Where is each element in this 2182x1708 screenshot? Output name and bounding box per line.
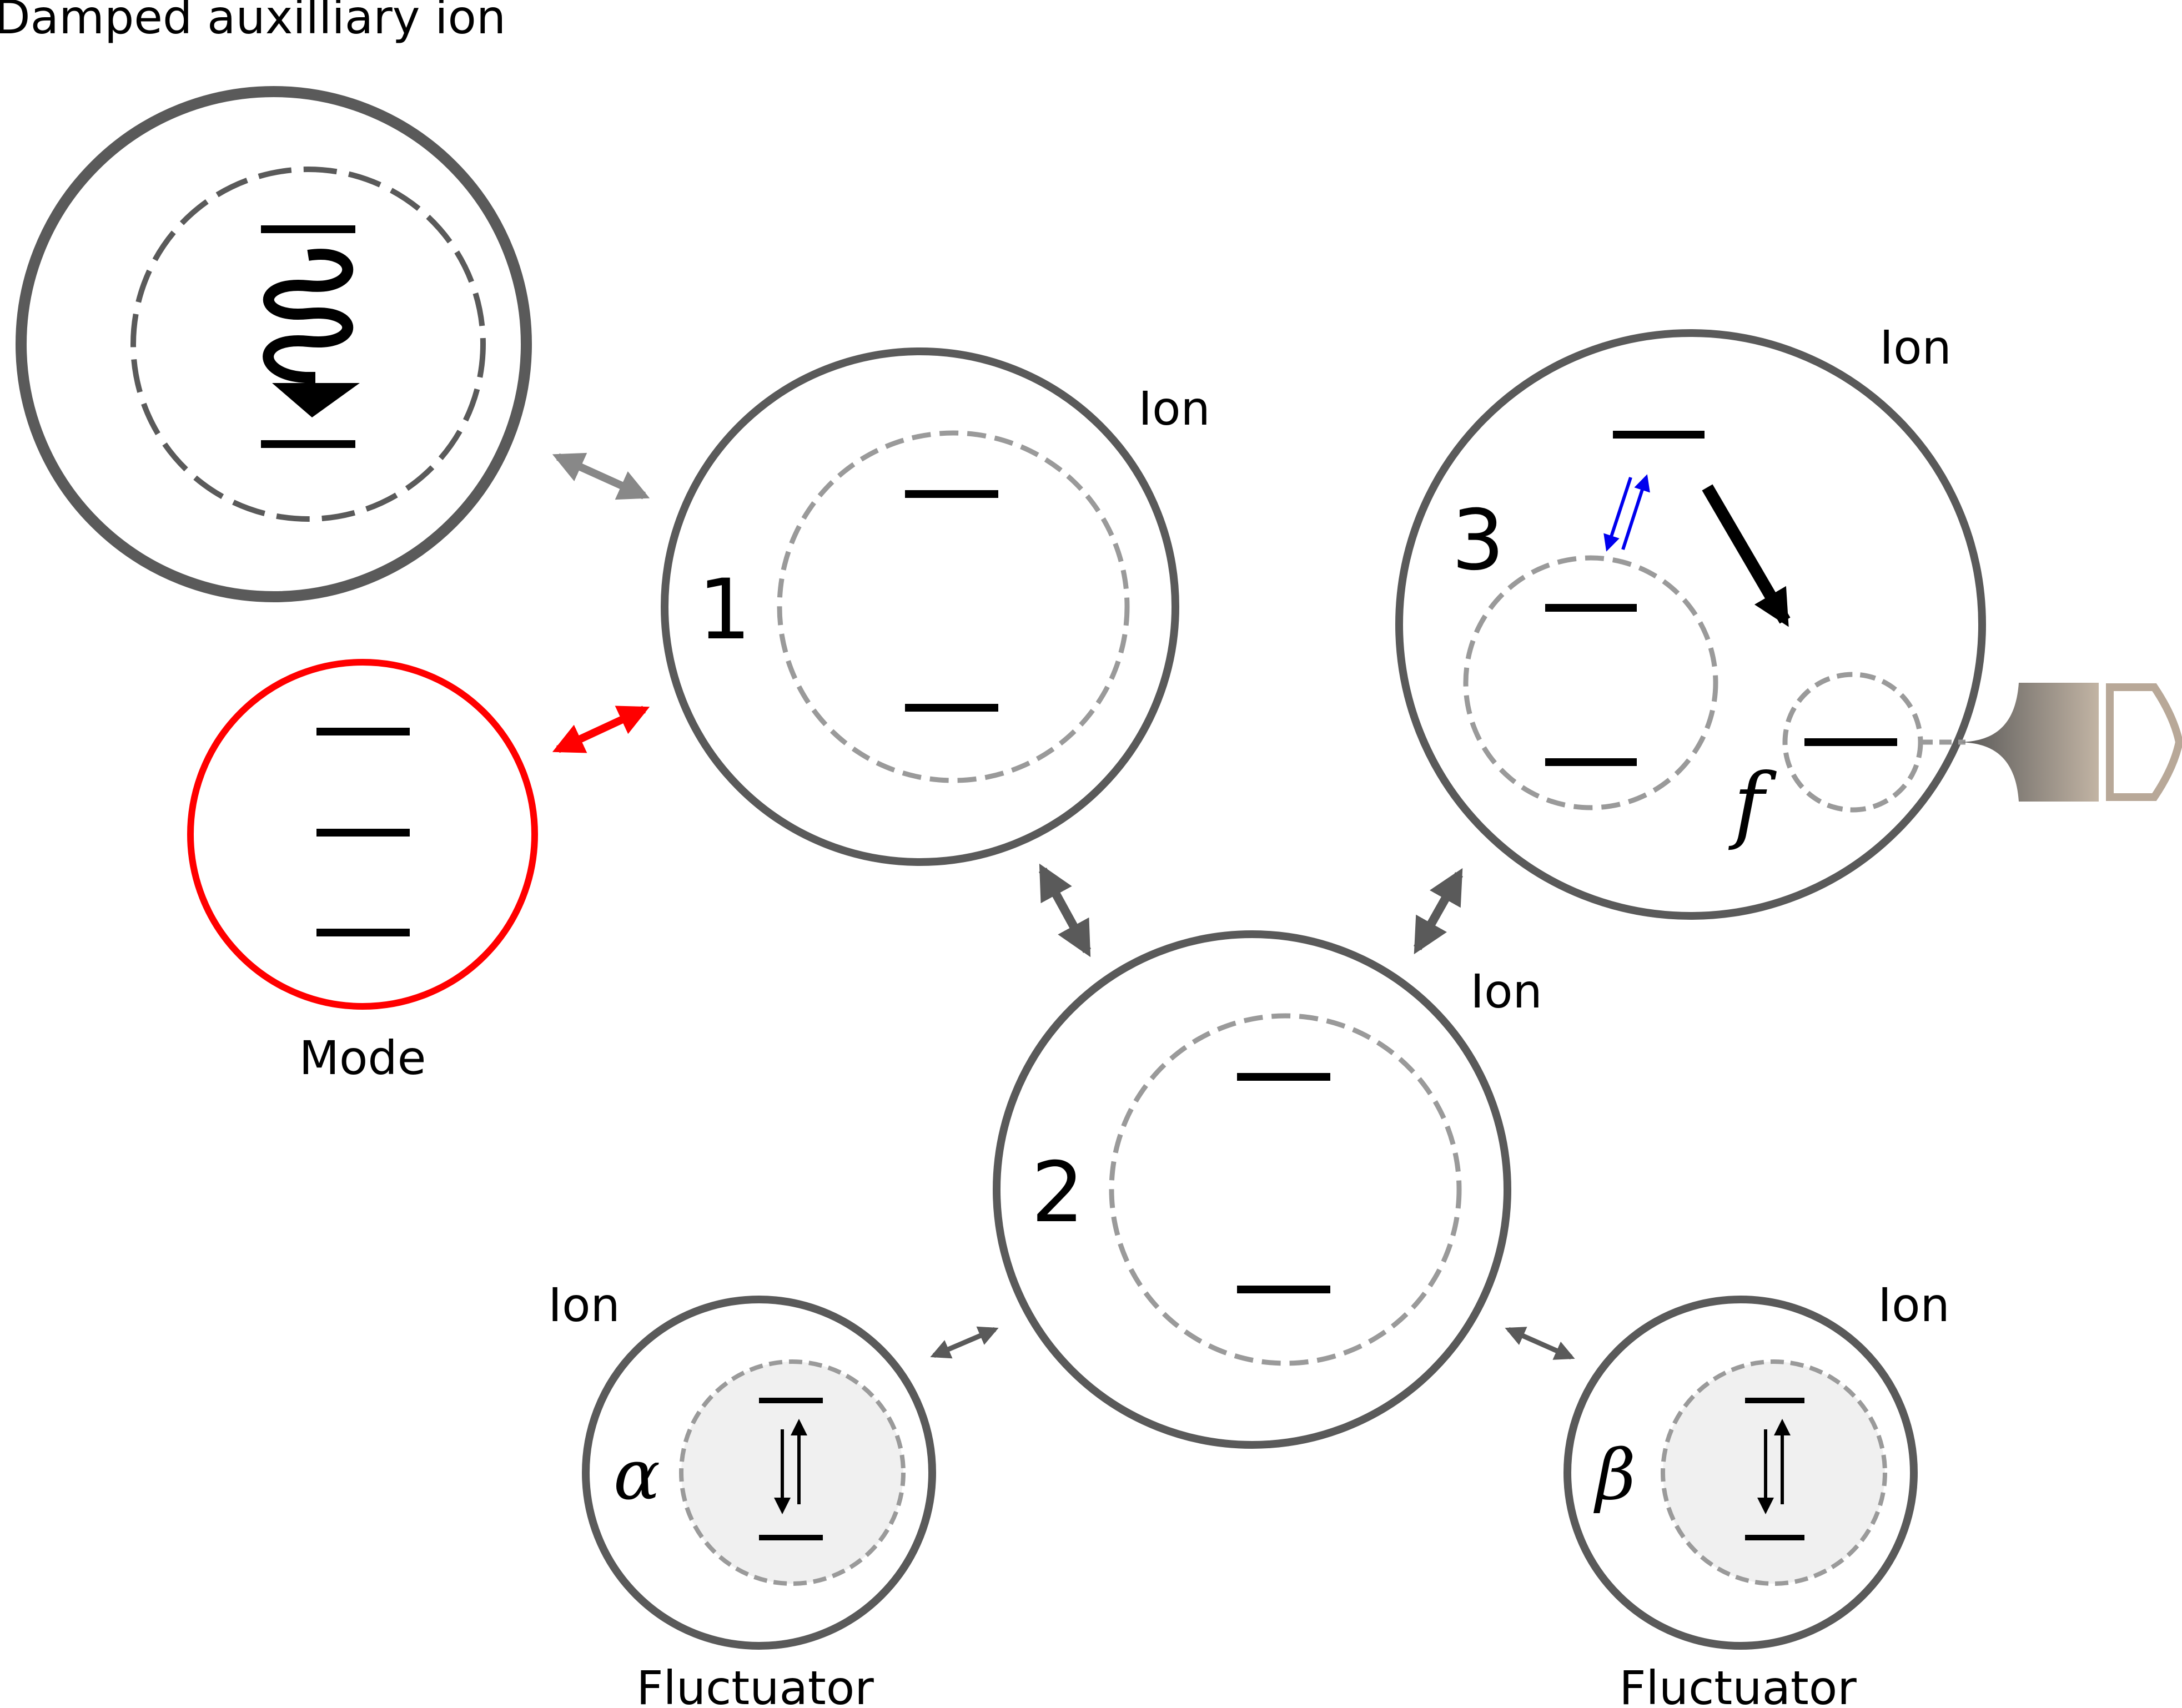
- ion-alpha-inner-circle: [679, 1359, 906, 1586]
- ion-1-ion-2-coupling-arrow: [1038, 863, 1092, 958]
- ion-1-outer-circle: [661, 347, 1179, 866]
- ion-beta-label: Ion: [1878, 1278, 1949, 1332]
- ion-3-label: Ion: [1879, 320, 1951, 375]
- mode-node: Mode: [187, 659, 538, 1085]
- ion-alpha-label: Ion: [548, 1278, 620, 1332]
- ion-2-label: Ion: [1470, 964, 1542, 1019]
- ion-beta-node: β Ion Fluctuator: [1563, 1278, 1950, 1708]
- ion-beta-outer-circle: [1563, 1296, 1918, 1650]
- aux-decay-wiggle: [263, 249, 354, 383]
- ion-alpha-outer-circle: [582, 1296, 936, 1650]
- ion-2-outer-circle: [993, 930, 1511, 1449]
- aux-ion-1-coupling-arrow: [552, 452, 650, 500]
- ion-2-ion-3-coupling-arrow: [1414, 868, 1463, 955]
- ion-2-beta-coupling-arrow: [1505, 1327, 1575, 1360]
- ion-alpha-node: α Ion Fluctuator: [548, 1278, 936, 1708]
- ion-1-number: 1: [698, 562, 751, 658]
- damped-aux-ion-node: Damped auxilliary ion: [0, 0, 532, 602]
- ion-2-node: 2 Ion: [993, 930, 1542, 1449]
- damped-aux-ion-inner-circle: [130, 167, 486, 522]
- ion-1-label: Ion: [1138, 381, 1210, 436]
- ion-3-inner-circle-left: [1463, 555, 1718, 810]
- detector-funnel: [1957, 683, 2099, 802]
- ion-3-number: 3: [1451, 492, 1504, 589]
- ion-3-outer-circle: [1395, 329, 1986, 920]
- ion-2-number: 2: [1031, 1145, 1084, 1241]
- ion-2-alpha-coupling-arrow: [930, 1326, 999, 1359]
- damped-aux-ion-label: Damped auxilliary ion: [0, 0, 506, 44]
- aux-decay-arrowhead: [272, 383, 360, 417]
- coupling-arrows: [552, 452, 1575, 1360]
- ion-3-coupling-up-arrow: [1621, 474, 1650, 550]
- beta-symbol: β: [1593, 1435, 1636, 1515]
- mode-circle: [187, 659, 538, 1010]
- fluctuator-beta-label: Fluctuator: [1619, 1661, 1857, 1708]
- alpha-symbol: α: [614, 1435, 660, 1515]
- mode-label: Mode: [299, 1031, 426, 1085]
- ion-1-inner-circle: [777, 430, 1130, 783]
- ion-beta-inner-circle: [1661, 1359, 1887, 1586]
- ion-2-inner-circle: [1109, 1013, 1462, 1366]
- ion-3-node: 3 f Ion: [1395, 320, 1986, 920]
- ion-3-f-symbol: f: [1728, 756, 1777, 853]
- mode-ion-1-coupling-arrow: [552, 706, 650, 753]
- ion-3-decay-arrow: [1702, 484, 1791, 627]
- ion-3-coupling-down-arrow: [1603, 477, 1632, 552]
- damped-aux-ion-outer-circle: [16, 86, 532, 602]
- detector-icon: [2106, 683, 2182, 801]
- fluctuator-alpha-label: Fluctuator: [636, 1661, 874, 1708]
- ion-1-node: 1 Ion: [661, 347, 1210, 866]
- detector: [1920, 683, 2182, 802]
